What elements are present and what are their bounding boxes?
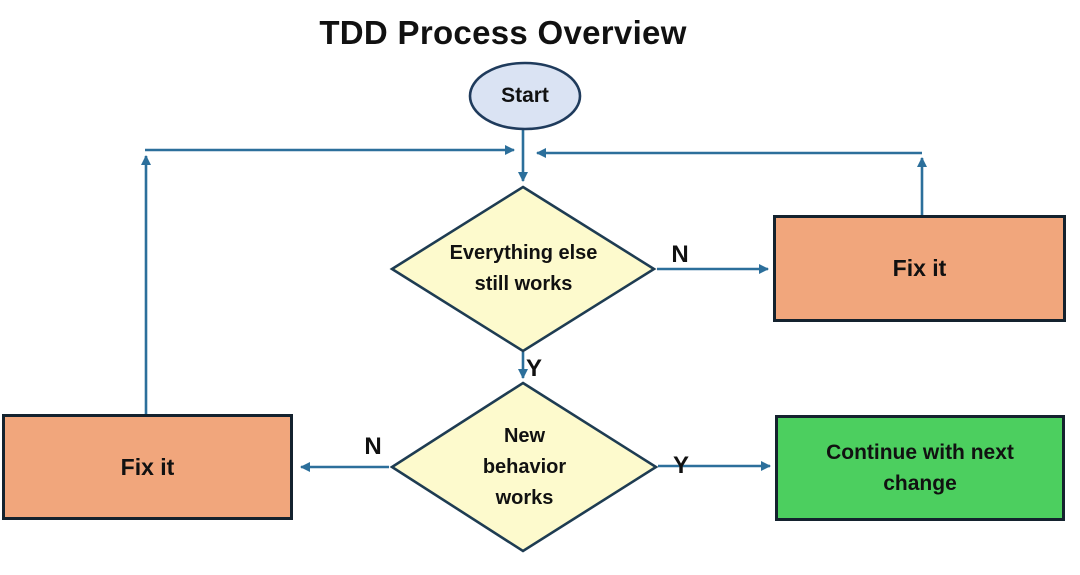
continue-next-change-label: Continue with next change <box>826 440 1014 496</box>
new-behavior-yes-label: Y <box>672 452 689 479</box>
start-node-label: Start <box>501 84 549 107</box>
start-node-shape <box>468 61 582 131</box>
decision-everything-text: Everything else still works <box>449 242 598 295</box>
decision-everything-label: Everything else still works <box>393 187 654 351</box>
continue-next-change-box: Continue with next change <box>775 415 1065 521</box>
page-title: TDD Process Overview <box>319 14 687 51</box>
fix-it-right-box: Fix it <box>773 215 1066 322</box>
new-behavior-no-label: N <box>364 433 382 460</box>
decision-new-behavior-text: New behavior works <box>482 424 567 509</box>
decision-everything-shape <box>389 185 657 353</box>
everything-yes-label: Y <box>525 355 542 382</box>
fix-it-right-label: Fix it <box>892 255 947 281</box>
decision-new-behavior-shape <box>389 381 659 553</box>
decision-new-behavior-label: New behavior works <box>393 383 656 551</box>
fix-it-left-label: Fix it <box>120 453 175 480</box>
fix-it-left-box: Fix it <box>2 414 293 520</box>
everything-no-label: N <box>671 241 689 268</box>
